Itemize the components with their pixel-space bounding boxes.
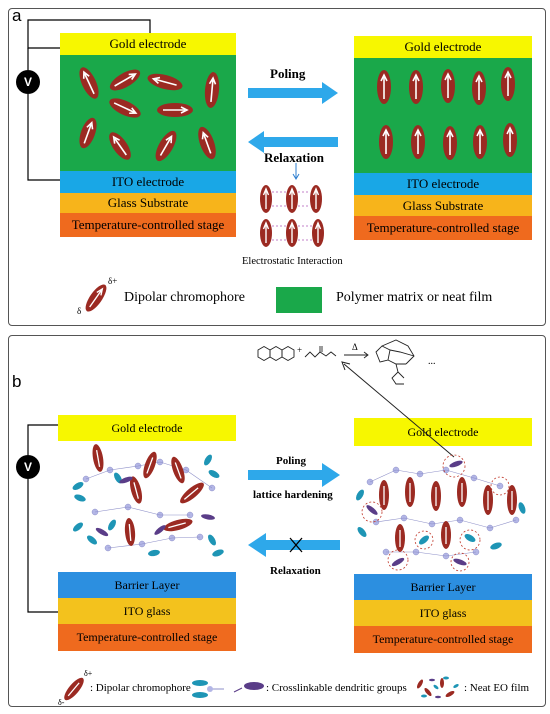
a-right-stage: Temperature-controlled stage xyxy=(354,216,532,240)
a-left-glass-substrate: Glass Substrate xyxy=(60,193,236,213)
b-left-barrier-label: Barrier Layer xyxy=(114,577,180,592)
b-right-ito-label: ITO glass xyxy=(419,605,467,620)
a-left-gold-electrode: Gold electrode xyxy=(60,33,236,55)
legend-chromophore-a: Dipolar chromophore xyxy=(124,290,245,305)
lattice-hardening-label: lattice hardening xyxy=(253,489,333,501)
legend-delta-minus-b: δ- xyxy=(58,698,65,707)
dipole-group-left-disordered xyxy=(79,67,220,162)
b-left-barrier-layer: Barrier Layer xyxy=(58,572,236,598)
network-left-disordered xyxy=(72,444,224,557)
legend-dipole-icon-b xyxy=(64,677,84,701)
b-left-ito-glass: ITO glass xyxy=(58,598,236,624)
dipole-group-right-aligned xyxy=(377,67,517,160)
a-right-glass-label: Glass Substrate xyxy=(402,197,484,213)
a-right-ito-electrode: ITO electrode xyxy=(354,173,532,195)
b-right-gold-electrode: Gold electrode xyxy=(354,418,532,446)
b-right-barrier-label: Barrier Layer xyxy=(410,579,476,594)
legend-chromophore-b: : Dipolar chromophore xyxy=(90,682,191,694)
a-right-ito-label: ITO electrode xyxy=(406,176,480,191)
panel-a-label: a xyxy=(12,6,22,25)
legend-crosslink-label: : Crosslinkable dendritic groups xyxy=(266,682,407,694)
relaxation-label-a: Relaxation xyxy=(264,150,324,165)
reaction-plus: + xyxy=(297,345,303,355)
a-right-gold-label: Gold electrode xyxy=(404,39,482,54)
b-right-stage: Temperature-controlled stage xyxy=(354,626,532,653)
a-left-gold-label: Gold electrode xyxy=(109,36,187,51)
b-right-barrier-layer: Barrier Layer xyxy=(354,574,532,600)
legend-dipole-icon-a xyxy=(85,284,107,312)
legend-crosslink-icon xyxy=(192,680,264,698)
a-right-gold-electrode: Gold electrode xyxy=(354,36,532,58)
panel-b-label: b xyxy=(12,372,22,391)
relaxation-label-b: Relaxation xyxy=(270,565,321,577)
voltmeter-b: V xyxy=(16,455,40,479)
reaction-ellipsis: ... xyxy=(428,356,436,367)
a-left-stage-label: Temperature-controlled stage xyxy=(71,217,225,232)
legend-delta-minus-a: δ xyxy=(77,306,82,316)
b-right-gold-label: Gold electrode xyxy=(407,424,479,439)
a-left-ito-electrode: ITO electrode xyxy=(60,171,236,193)
legend-delta-plus-b: δ+ xyxy=(84,669,93,678)
poling-label-a: Poling xyxy=(270,66,306,81)
legend-neat-eo-label: : Neat EO film xyxy=(464,682,530,694)
legend-matrix-swatch xyxy=(276,287,322,313)
reaction-delta: Δ xyxy=(352,342,358,352)
b-left-gold-label: Gold electrode xyxy=(111,420,183,435)
b-right-ito-glass: ITO glass xyxy=(354,600,532,626)
a-left-stage: Temperature-controlled stage xyxy=(60,213,236,237)
legend-matrix-label: Polymer matrix or neat film xyxy=(336,290,493,305)
legend-delta-plus-a: δ+ xyxy=(108,276,118,286)
b-left-stage: Temperature-controlled stage xyxy=(58,624,236,651)
b-left-gold-electrode: Gold electrode xyxy=(58,415,236,441)
a-left-ito-label: ITO electrode xyxy=(111,174,185,189)
poling-label-b: Poling xyxy=(276,455,306,467)
b-right-stage-label: Temperature-controlled stage xyxy=(372,632,514,646)
voltmeter-a-label: V xyxy=(23,75,32,89)
b-left-stage-label: Temperature-controlled stage xyxy=(76,630,218,644)
voltmeter-b-label: V xyxy=(23,460,32,474)
voltmeter-a: V xyxy=(16,70,40,94)
network-right-aligned xyxy=(356,454,526,572)
electrostatic-label: Electrostatic Interaction xyxy=(242,256,343,267)
a-left-glass-label: Glass Substrate xyxy=(107,195,189,210)
a-right-stage-label: Temperature-controlled stage xyxy=(366,220,520,235)
neat-eo-film-icon xyxy=(416,676,459,699)
b-left-ito-label: ITO glass xyxy=(123,603,171,618)
a-right-glass-substrate: Glass Substrate xyxy=(354,195,532,216)
dipole-group-electrostatic-pairs xyxy=(260,185,324,247)
